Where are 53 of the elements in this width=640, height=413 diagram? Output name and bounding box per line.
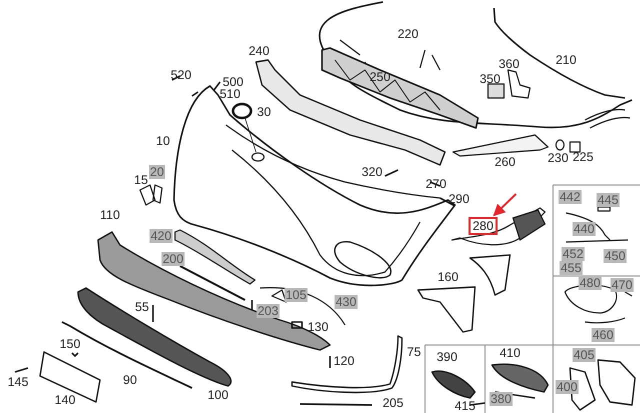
- callout-number: 15: [134, 173, 148, 187]
- callout-number: 55: [135, 300, 149, 314]
- callout-number: 452: [562, 247, 584, 261]
- callout-number: 410: [500, 346, 520, 360]
- highlighted-callout-number: 280: [468, 217, 498, 235]
- callout-number: 210: [556, 53, 576, 67]
- pointer-arrow: [493, 193, 517, 216]
- callout-number: 30: [257, 105, 271, 119]
- callout-number: 445: [596, 193, 620, 207]
- callout-number: 350: [480, 72, 500, 86]
- callout-number: 120: [334, 354, 354, 368]
- callout-number: 320: [362, 165, 382, 179]
- callout-number: 110: [100, 208, 120, 222]
- callout-number: 75: [407, 345, 421, 359]
- callout-number: 510: [220, 87, 240, 101]
- callout-number: 420: [150, 229, 172, 243]
- callout-number: 450: [604, 249, 626, 263]
- callout-number: 100: [208, 388, 228, 402]
- callout-number: 520: [170, 68, 192, 82]
- callout-number: 140: [54, 393, 76, 407]
- callout-number: 203: [256, 304, 280, 318]
- callout-number: 400: [556, 380, 578, 394]
- callout-number: 500: [222, 75, 244, 89]
- callout-number: 480: [578, 276, 602, 290]
- callout-number: 230: [548, 151, 568, 165]
- callout-number: 390: [436, 350, 458, 364]
- callout-number: 225: [572, 150, 594, 164]
- callout-number: 240: [248, 44, 270, 58]
- callout-number: 460: [592, 328, 614, 342]
- callout-number: 380: [490, 392, 512, 406]
- callout-number: 10: [156, 134, 170, 148]
- callout-number: 260: [494, 155, 516, 169]
- callout-number: 270: [426, 177, 446, 191]
- callout-number: 405: [572, 348, 596, 362]
- callout-number: 205: [382, 396, 404, 410]
- callout-number: 200: [162, 252, 184, 266]
- callout-number: 145: [8, 375, 28, 389]
- callout-number: 150: [60, 337, 80, 351]
- callout-number: 440: [572, 222, 596, 236]
- callout-number: 130: [308, 320, 328, 334]
- callout-number: 360: [498, 57, 520, 71]
- callout-number: 90: [123, 373, 137, 387]
- callout-number: 415: [454, 399, 476, 413]
- callout-number: 455: [560, 261, 582, 275]
- callout-number: 105: [284, 288, 308, 302]
- callout-number: 430: [334, 295, 358, 309]
- callout-number: 470: [610, 278, 634, 292]
- callout-number: 442: [558, 190, 582, 204]
- callout-number: 250: [370, 70, 390, 84]
- callout-number: 160: [438, 270, 458, 284]
- callout-number: 20: [149, 165, 165, 179]
- callout-number: 290: [448, 192, 470, 206]
- callout-number: 220: [398, 27, 418, 41]
